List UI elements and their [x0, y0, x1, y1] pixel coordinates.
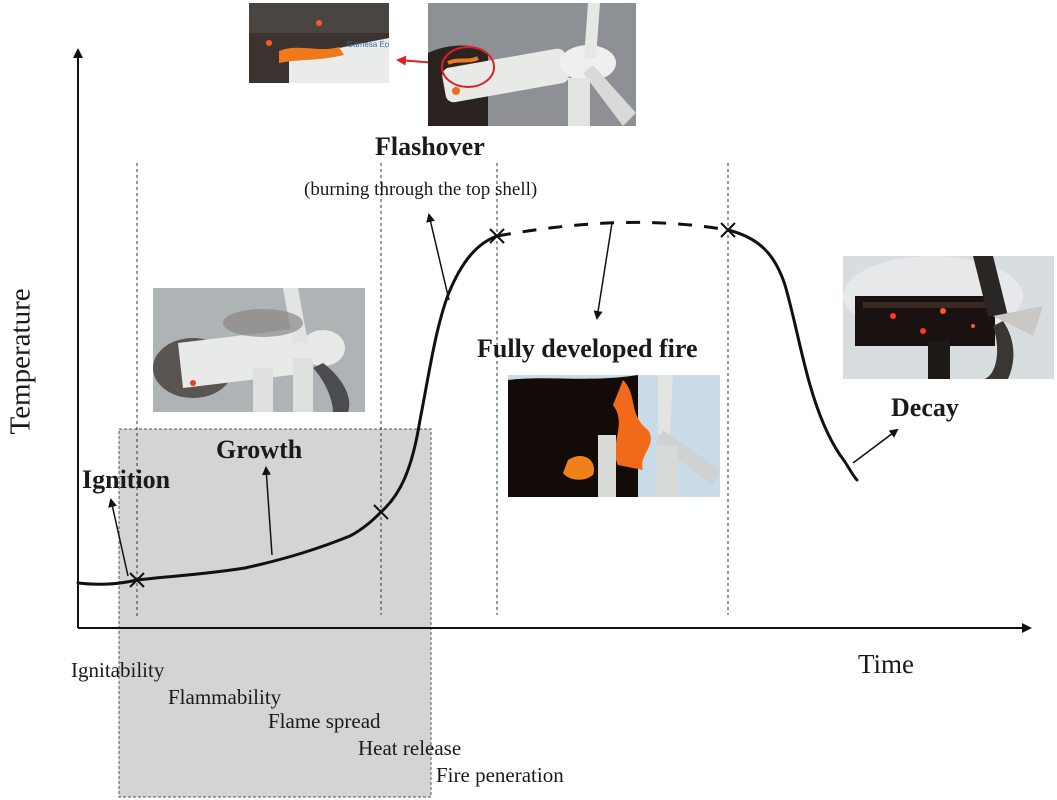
fully-developed-arrow: [593, 222, 613, 320]
ignition-arrow: [108, 498, 129, 577]
label-ignition: Ignition: [82, 465, 171, 494]
label-flashover: Flashover: [375, 132, 485, 161]
growth-shaded-region: [118, 428, 432, 798]
property-ignitability: Ignitability: [71, 658, 165, 682]
property-flame-spread: Flame spread: [268, 709, 381, 733]
photo-ignition-closeup: Gamesa Eolica: [249, 3, 389, 83]
temperature-curve-decay: [726, 228, 859, 482]
property-heat-release: Heat release: [358, 736, 462, 760]
x-axis-label: Time: [858, 649, 915, 679]
photo-growth: [153, 288, 365, 412]
label-fully-developed: Fully developed fire: [477, 334, 698, 363]
marker-flashover: [489, 228, 505, 244]
y-axis-label: Temperature: [4, 288, 37, 435]
growth-arrow: [261, 466, 273, 556]
photo-fully-developed: [508, 375, 720, 497]
property-fire-peneration: Fire peneration: [436, 763, 564, 787]
decay-arrow: [852, 428, 899, 464]
label-growth: Growth: [216, 435, 303, 464]
label-flashover-note: (burning through the top shell): [304, 179, 538, 200]
label-decay: Decay: [891, 393, 959, 422]
property-flammability: Flammability: [168, 685, 282, 709]
marker-decay-start: [720, 222, 736, 238]
svg-text:Gamesa Eolica: Gamesa Eolica: [347, 40, 389, 49]
flashover-arrow: [426, 213, 450, 301]
photo-flashover: [428, 3, 636, 126]
marker-growth-end: [373, 504, 389, 520]
marker-ignition: [129, 572, 145, 588]
photo-decay: [843, 256, 1054, 379]
